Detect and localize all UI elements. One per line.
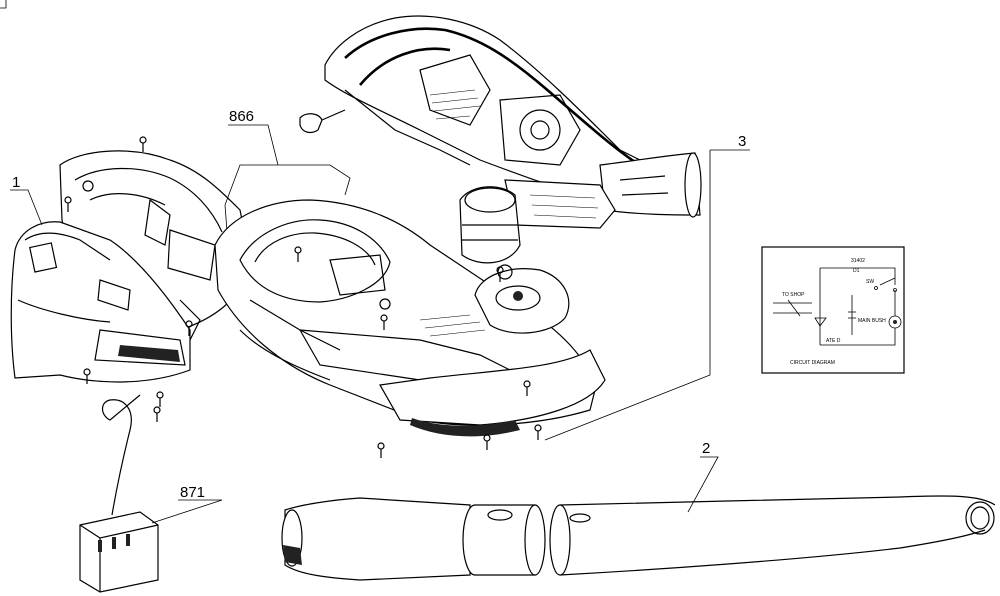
leader-871 <box>151 499 223 524</box>
callout-3: 3 <box>738 133 746 150</box>
leader-3 <box>544 149 750 441</box>
motor-assembly-part <box>299 15 702 334</box>
leader-866 <box>228 124 279 166</box>
right-housing-part <box>214 164 606 437</box>
circuit-label-bush: MAIN BUSH <box>858 318 886 324</box>
circuit-wire-top <box>820 267 896 286</box>
corner-mark <box>0 0 7 9</box>
circuit-diode <box>814 317 827 327</box>
circuit-battery <box>848 295 856 335</box>
circuit-label-ated: ATE D <box>826 338 841 344</box>
circuit-wire-left <box>819 268 896 346</box>
charger-part <box>79 394 159 593</box>
circuit-label-d1: D1 <box>853 268 860 274</box>
circuit-label-shop: TO SHOP <box>782 292 805 298</box>
callout-2: 2 <box>702 440 710 457</box>
callout-866: 866 <box>229 108 254 125</box>
callout-871: 871 <box>180 484 205 501</box>
circuit-plug <box>773 299 812 317</box>
callout-1: 1 <box>12 174 20 191</box>
screws <box>64 136 542 458</box>
circuit-title: CIRCUIT DIAGRAM <box>790 360 835 366</box>
leader-2 <box>687 456 719 513</box>
left-housing-part <box>10 150 251 383</box>
circuit-diagram-box: 31402 D1 SW TO SHOP ATE D MAIN BUSH CIRC… <box>761 246 905 374</box>
circuit-label-sw: SW <box>866 279 874 285</box>
leader-1 <box>10 189 43 226</box>
leader-lines <box>10 124 750 524</box>
circuit-part-number: 31402 <box>851 258 865 264</box>
tube-part <box>281 495 996 581</box>
